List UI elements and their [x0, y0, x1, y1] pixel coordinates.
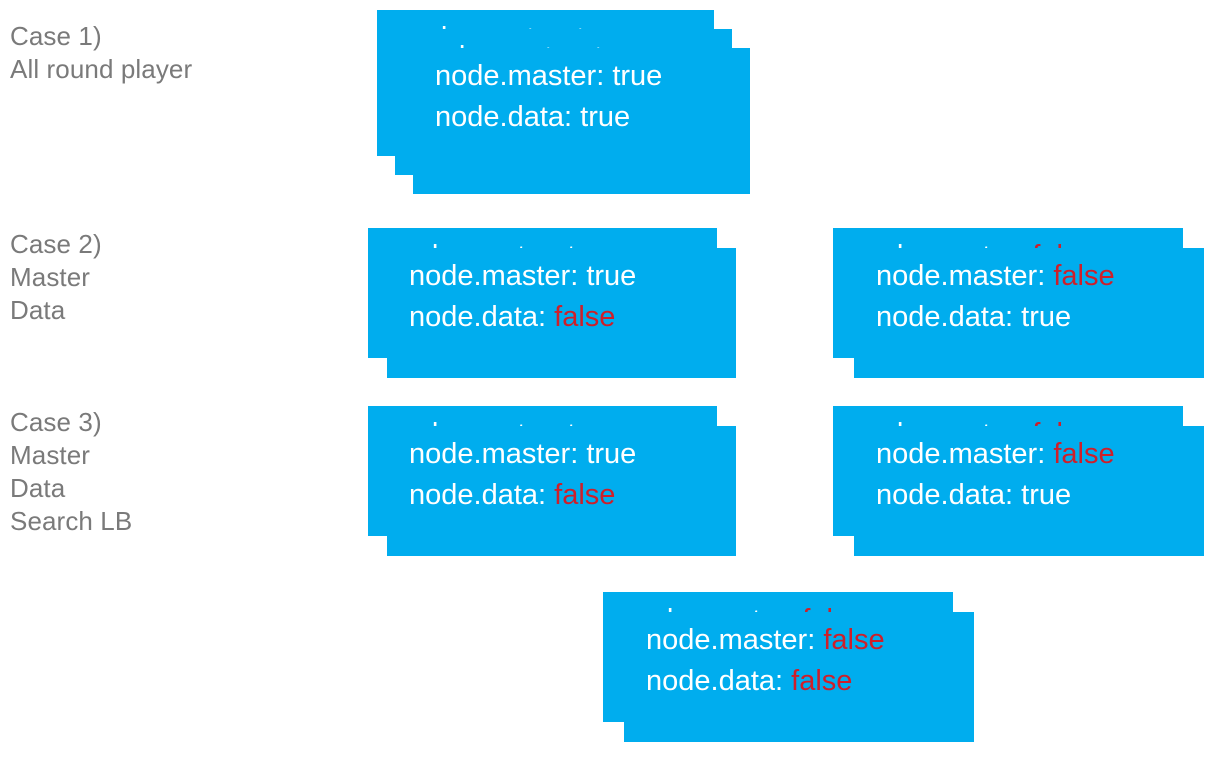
node-master-key: node.master: — [876, 260, 1054, 292]
node-master-value: false — [1053, 260, 1115, 292]
case-label-line: Master — [10, 262, 91, 292]
case-label-line: Data — [10, 473, 66, 503]
node-master-line: node.master: true — [409, 256, 636, 297]
case-label-line: Case 2) — [10, 229, 102, 259]
node-master-value: true — [586, 438, 637, 470]
node-data-line: node.data: false — [409, 297, 636, 338]
node-master-key: node.master: — [435, 60, 613, 92]
case-label-line: Search LB — [10, 506, 133, 536]
node-master-key: node.master: — [646, 624, 824, 656]
node-master-value: true — [586, 260, 637, 292]
node-data-value: false — [554, 479, 616, 511]
node-data-line: node.data: false — [409, 475, 636, 516]
node-data-value: true — [1021, 479, 1072, 511]
node-data-value: false — [554, 301, 616, 333]
node-master-line: node.master: false — [876, 256, 1115, 297]
node-data-value: true — [580, 101, 631, 133]
node-master-line: node.master: true — [409, 434, 636, 475]
node-data-key: node.data: — [409, 479, 555, 511]
node-master-value: false — [823, 624, 885, 656]
node-master-key: node.master: — [409, 438, 587, 470]
node-data-line: node.data: true — [876, 297, 1115, 338]
node-master-value: true — [612, 60, 663, 92]
node-master-value: false — [1053, 438, 1115, 470]
node-master-line: node.master: false — [646, 620, 885, 661]
case-label-line: Case 1) — [10, 21, 102, 51]
case-label-line: Case 3) — [10, 407, 102, 437]
node-data-line: node.data: false — [646, 661, 885, 702]
case-label-line: All round player — [10, 54, 193, 84]
node-master-key: node.master: — [409, 260, 587, 292]
node-data-value: true — [1021, 301, 1072, 333]
node-data-key: node.data: — [876, 479, 1022, 511]
node-master-line: node.master: false — [876, 434, 1115, 475]
case-label-case-1: Case 1)All round player — [10, 20, 192, 86]
case-label-line: Master — [10, 440, 91, 470]
node-master-line: node.master: true — [435, 56, 662, 97]
node-data-value: false — [791, 665, 853, 697]
node-data-key: node.data: — [409, 301, 555, 333]
node-data-key: node.data: — [876, 301, 1022, 333]
case-label-line: Data — [10, 295, 66, 325]
node-master-key: node.master: — [876, 438, 1054, 470]
node-data-line: node.data: true — [435, 97, 662, 138]
node-data-line: node.data: true — [876, 475, 1115, 516]
node-data-key: node.data: — [435, 101, 581, 133]
node-data-key: node.data: — [646, 665, 792, 697]
